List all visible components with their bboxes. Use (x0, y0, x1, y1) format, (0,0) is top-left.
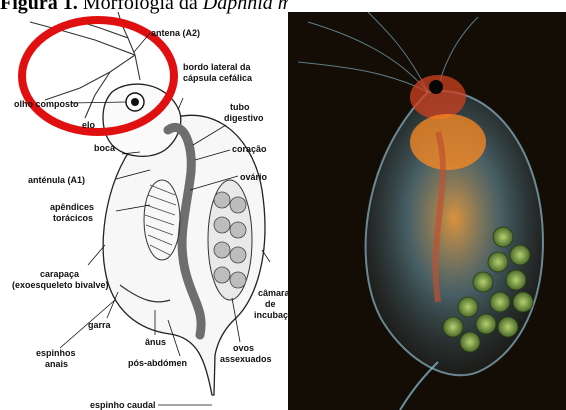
daphnia-photo (288, 12, 566, 410)
label-antenula: anténula (A1) (28, 175, 85, 185)
label-tubo-1: tubo (230, 102, 250, 112)
label-espinhos-2: anais (45, 359, 68, 369)
photo-gut-glow (410, 114, 486, 170)
label-ocelo: elo (82, 120, 96, 130)
label-carapaca-2: (exoesqueleto bivalve) (12, 280, 109, 290)
label-boca: boca (94, 143, 116, 153)
label-ovos-1: ovos (233, 343, 254, 353)
daphnia-diagram: antena (A2) olho composto elo bordo late… (0, 0, 288, 410)
label-tubo-2: digestivo (224, 113, 264, 123)
eye-pupil (131, 98, 139, 106)
label-carapaca-1: carapaça (40, 269, 80, 279)
label-garra: garra (88, 320, 112, 330)
label-apendices-2: torácicos (53, 213, 93, 223)
label-bordo-2: cápsula cefálica (183, 73, 253, 83)
label-ovario: ovário (240, 172, 268, 182)
label-camara-2: de (265, 299, 276, 309)
label-bordo-1: bordo lateral da (183, 62, 252, 72)
label-espinhos-1: espinhos (36, 348, 76, 358)
label-camara-1: câmara (258, 288, 288, 298)
label-camara-3: incubação (254, 310, 288, 320)
label-antena: antena (A2) (151, 28, 200, 38)
photo-eye (429, 80, 443, 94)
label-ovos-2: assexuados (220, 354, 272, 364)
label-posabdomen: pós-abdómen (128, 358, 187, 368)
label-apendices-1: apêndices (50, 202, 94, 212)
label-olho-composto: olho composto (14, 99, 79, 109)
label-espinho-caudal: espinho caudal (90, 400, 156, 410)
label-coracao: coração (232, 144, 267, 154)
label-anus: ânus (145, 337, 166, 347)
